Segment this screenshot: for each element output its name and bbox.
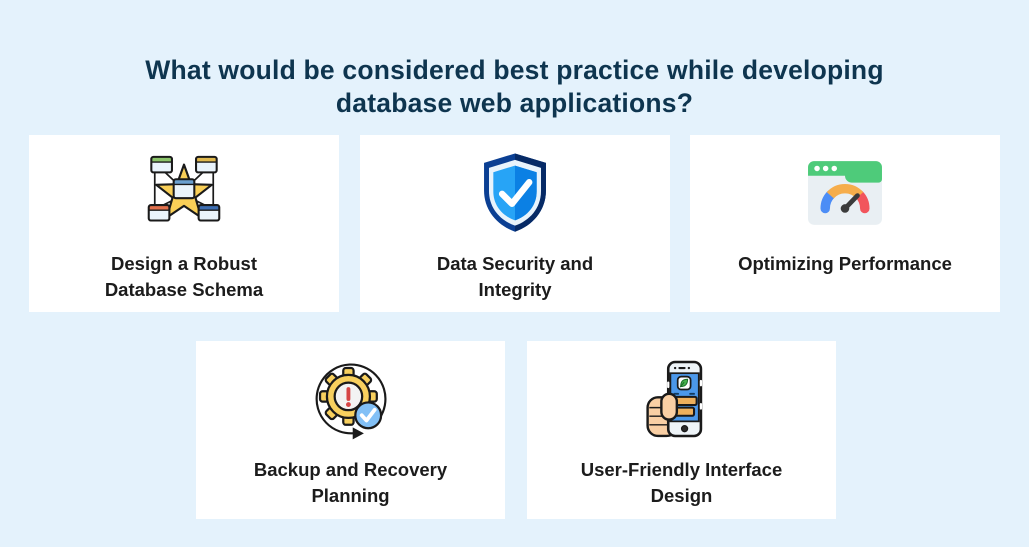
card-optimizing-performance: Optimizing Performance <box>690 135 1000 312</box>
page-title: What would be considered best practice w… <box>145 54 884 118</box>
card-label-user-friendly-interface: User-Friendly Interface Design <box>580 459 783 506</box>
card-label-data-security: Data Security and Integrity <box>436 253 594 300</box>
card-user-friendly-interface: User-Friendly Interface Design <box>527 341 836 519</box>
speedometer-browser-icon <box>802 150 888 236</box>
card-backup-recovery: Backup and Recovery Planning <box>196 341 505 519</box>
shield-check-icon <box>472 150 558 236</box>
database-schema-star-icon <box>141 150 227 236</box>
card-label-database-schema: Design a Robust Database Schema <box>104 253 264 300</box>
card-label-optimizing-performance: Optimizing Performance <box>738 253 952 274</box>
card-label-backup-recovery: Backup and Recovery Planning <box>253 459 448 506</box>
card-data-security: Data Security and Integrity <box>360 135 670 312</box>
card-database-schema: Design a Robust Database Schema <box>29 135 339 312</box>
gear-alert-sync-check-icon <box>308 356 394 442</box>
hand-holding-phone-icon <box>639 356 725 442</box>
